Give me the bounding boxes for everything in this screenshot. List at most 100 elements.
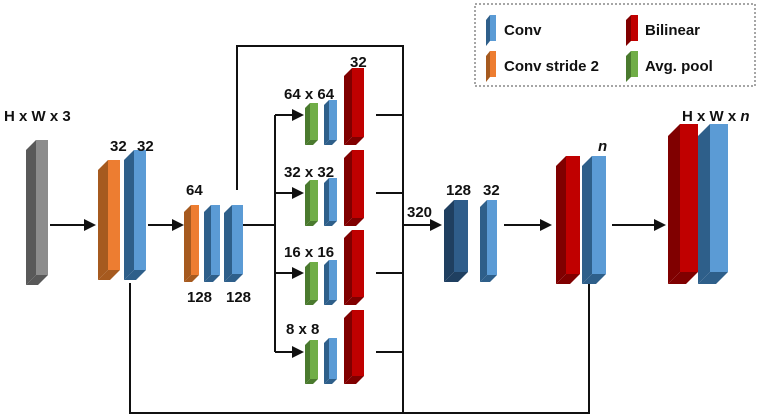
block-conv5-face (592, 156, 606, 274)
block-pool-2-edge (305, 221, 318, 226)
legend-conv-label: Conv (504, 22, 542, 39)
block-bilinear-5 (556, 156, 580, 284)
block-conv-p4-face (329, 338, 337, 379)
block-stride2-2-edge (184, 275, 199, 282)
block-conv-p4-edge (324, 379, 337, 384)
legend-bilinear-swatch (626, 15, 638, 46)
block-input-face (36, 140, 48, 275)
block-conv1 (124, 150, 146, 280)
legend-conv-swatch (486, 15, 496, 46)
block-pool-1 (305, 103, 318, 145)
label-c1a: 32 (110, 138, 127, 155)
layer-blocks (26, 68, 728, 384)
block-bil-out (668, 124, 698, 284)
block-conv4a (444, 200, 468, 282)
labels: H x W x 3 32 32 64 128 128 64 x 64 32 32… (4, 54, 750, 338)
block-conv-p2-side (324, 178, 329, 226)
block-conv-p2 (324, 178, 337, 226)
block-conv-p2-face (329, 178, 337, 221)
block-bil-4-edge (344, 376, 364, 384)
block-pool-2 (305, 180, 318, 226)
block-pool-4-face (310, 340, 318, 379)
block-pool-3-edge (305, 300, 318, 305)
block-conv5 (582, 156, 606, 284)
block-bil-1 (344, 68, 364, 145)
label-p1: 64 x 64 (284, 86, 335, 103)
block-bil-out-face (680, 124, 698, 272)
block-bil-3-face (352, 230, 364, 297)
connections (50, 45, 666, 414)
block-conv4b-side (480, 200, 487, 282)
block-pool-3-side (305, 262, 310, 305)
block-conv-p1 (324, 100, 337, 145)
block-pool-4-edge (305, 379, 318, 384)
block-pool-3-face (310, 262, 318, 300)
label-c4a: 128 (446, 182, 471, 199)
block-conv5-edge (582, 274, 606, 284)
block-conv-out-side (698, 124, 710, 284)
legend-stride2-swatch (486, 51, 496, 82)
block-bil-4-face (352, 310, 364, 376)
label-c3a: 128 (187, 289, 212, 306)
block-conv-p4-side (324, 338, 329, 384)
label-p2: 32 x 32 (284, 164, 334, 181)
block-conv4a-edge (444, 272, 468, 282)
block-conv5-side (582, 156, 592, 284)
label-p1top: 32 (350, 54, 367, 71)
block-bil-2-edge (344, 218, 364, 226)
block-pool-1-face (310, 103, 318, 140)
label-p3: 16 x 16 (284, 244, 334, 261)
block-bil-4-side (344, 310, 352, 384)
block-conv-p1-edge (324, 140, 337, 145)
block-conv4a-side (444, 200, 454, 282)
block-conv-p3 (324, 260, 337, 305)
block-stride2-1 (98, 160, 120, 280)
block-bil-out-side (668, 124, 680, 284)
block-bil-3 (344, 230, 364, 305)
legend-frame (474, 3, 756, 87)
label-c3b: 128 (226, 289, 251, 306)
legend-avgpool-swatch (626, 51, 638, 82)
label-p4: 8 x 8 (286, 321, 319, 338)
block-pool-2-face (310, 180, 318, 221)
block-input-side (26, 140, 36, 285)
block-bil-1-side (344, 68, 352, 145)
block-stride2-2 (184, 205, 199, 282)
block-bil-3-side (344, 230, 352, 305)
label-concat: 320 (407, 204, 432, 221)
block-stride2-2-side (184, 205, 191, 282)
block-conv-p4 (324, 338, 337, 384)
label-n: n (598, 138, 607, 155)
block-stride2-2-face (191, 205, 199, 275)
block-conv-p3-edge (324, 300, 337, 305)
legend-stride2-label: Conv stride 2 (504, 58, 599, 75)
skip-line-top (236, 45, 404, 225)
block-conv1-edge (124, 270, 146, 280)
block-bil-2-face (352, 150, 364, 218)
block-conv2-edge (204, 275, 220, 282)
block-conv-p3-face (329, 260, 337, 300)
block-bil-3-edge (344, 297, 364, 305)
block-conv2-face (211, 205, 220, 275)
block-stride2-1-side (98, 160, 108, 280)
block-conv3 (224, 205, 243, 282)
label-output-n: n (740, 108, 749, 125)
block-bil-2-side (344, 150, 352, 226)
block-stride2-1-face (108, 160, 120, 270)
block-bil-1-face (352, 68, 364, 137)
block-bil-out-edge (668, 272, 698, 284)
block-conv-out (698, 124, 728, 284)
block-conv-p3-side (324, 260, 329, 305)
block-pool-3 (305, 262, 318, 305)
block-conv-p1-face (329, 100, 337, 140)
block-bil-2 (344, 150, 364, 226)
block-bilinear-5-face (566, 156, 580, 274)
block-bilinear-5-edge (556, 274, 580, 284)
legend-bilinear-label: Bilinear (645, 22, 700, 39)
block-conv3-face (232, 205, 243, 274)
block-conv4b-face (487, 200, 497, 275)
skip-line-bottom (129, 283, 590, 414)
block-input (26, 140, 48, 285)
block-input-edge (26, 275, 48, 285)
